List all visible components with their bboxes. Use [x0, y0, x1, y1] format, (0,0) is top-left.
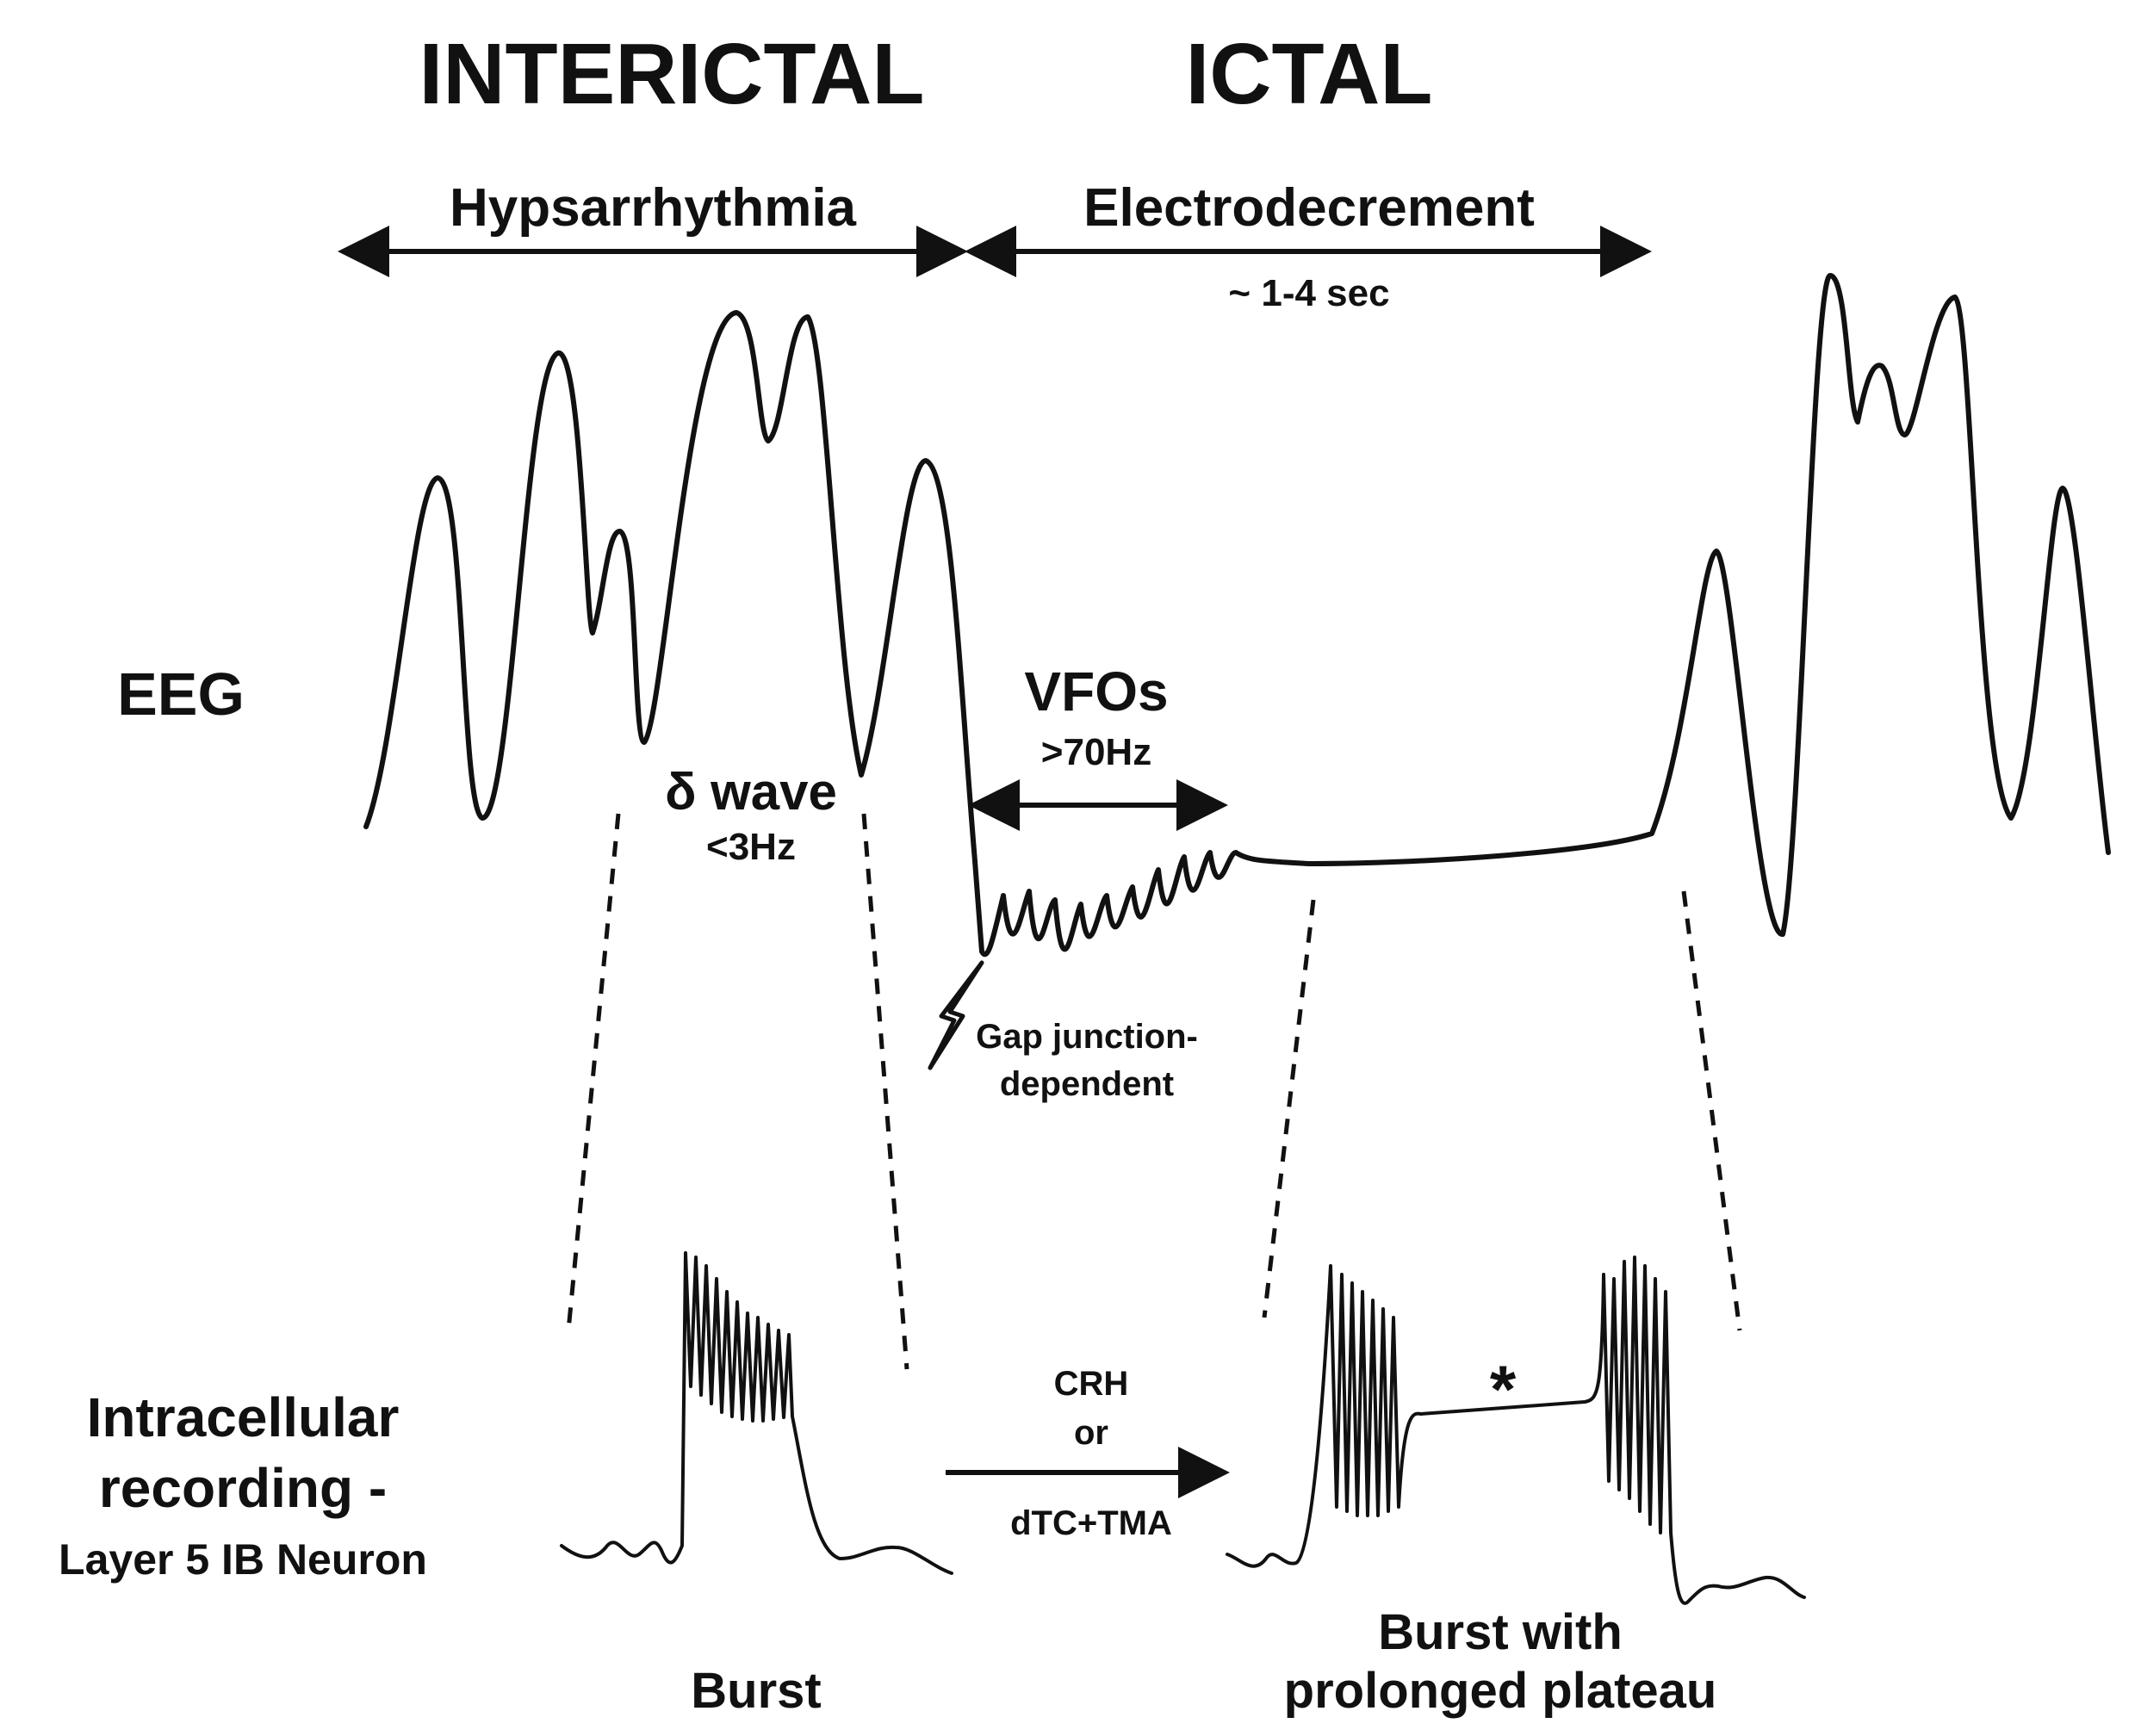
electrodecrement-label: Electrodecrement	[1083, 178, 1535, 238]
ictal-heading: ICTAL	[1186, 26, 1433, 122]
transition-label-line2: or	[1074, 1414, 1108, 1452]
vfos-label: VFOs	[1024, 660, 1168, 722]
gap-junction-label-line1: Gap junction-	[976, 1018, 1198, 1056]
intracellular-label-line1: Intracellular	[87, 1386, 400, 1448]
zoom-connector-ictal-right	[1681, 890, 1742, 1331]
zoom-connector-interictal-left	[566, 813, 621, 1331]
eeg-row-label: EEG	[117, 660, 245, 728]
gap-junction-label-line2: dependent	[1000, 1065, 1174, 1103]
delta-wave-label: δ wave	[665, 763, 837, 821]
ictal-burst-plateau-trace	[1226, 1256, 1806, 1605]
plateau-marker: *	[1490, 1351, 1517, 1427]
burst-plateau-label-line1: Burst with	[1378, 1604, 1623, 1660]
transition-label-line1: CRH	[1054, 1365, 1129, 1403]
eeg-trace	[363, 273, 2111, 957]
interictal-heading: INTERICTAL	[419, 26, 925, 122]
interictal-burst-trace	[560, 1251, 953, 1575]
delta-wave-frequency: <3Hz	[706, 826, 796, 868]
zoom-connector-interictal-right	[861, 813, 909, 1370]
intracellular-label-line3: Layer 5 IB Neuron	[59, 1535, 427, 1584]
burst-label: Burst	[691, 1663, 821, 1719]
vfos-frequency: >70Hz	[1041, 731, 1151, 773]
zoom-connector-ictal-left	[1262, 899, 1316, 1318]
burst-plateau-label-line2: prolonged plateau	[1284, 1663, 1717, 1719]
lightning-bolt-icon	[928, 960, 984, 1070]
intracellular-label-line2: recording -	[99, 1457, 387, 1519]
transition-label-line3: dTC+TMA	[1010, 1504, 1172, 1542]
duration-label: ~ 1-4 sec	[1228, 272, 1389, 314]
hypsarrhythmia-label: Hypsarrhythmia	[450, 178, 857, 238]
